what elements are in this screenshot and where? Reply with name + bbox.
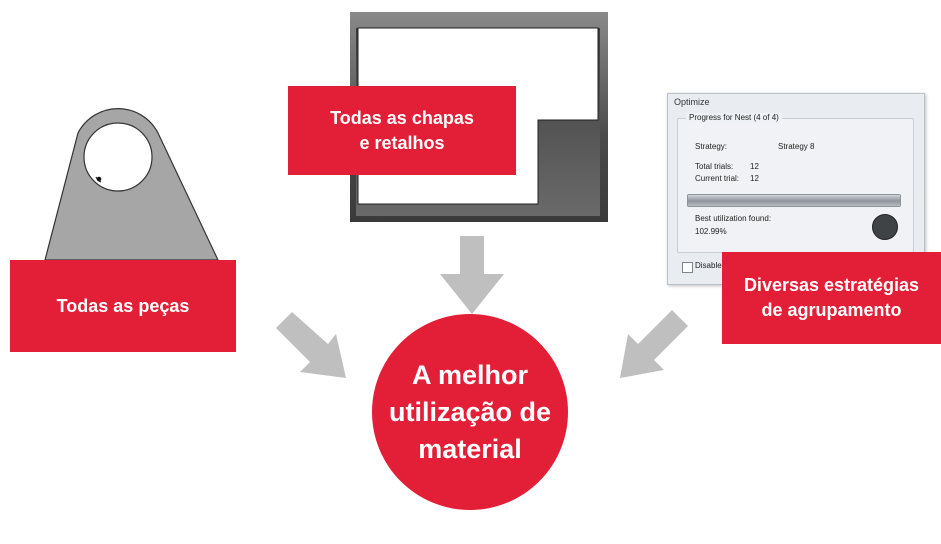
strategies-label-line2: de agrupamento (761, 300, 902, 320)
best-utilization-value: 102.99% (695, 227, 727, 236)
result-line3: material (418, 433, 522, 464)
total-trials-value: 12 (750, 162, 759, 171)
current-trial-value: 12 (750, 174, 759, 183)
result-circle: A melhor utilização de material (372, 314, 568, 510)
parts-label: Todas as peças (10, 260, 236, 352)
parts-label-line1: Todas as peças (56, 295, 190, 316)
strategy-label: Strategy: (695, 142, 728, 151)
arrow-down-icon (440, 236, 504, 314)
part-hole (83, 122, 153, 192)
sheets-label: Todas as chapas e retalhos (288, 86, 516, 175)
best-utilization-label: Best utilization found: (695, 214, 772, 223)
progress-fill (688, 195, 900, 206)
progress-bar (687, 194, 901, 207)
status-indicator-icon (872, 214, 898, 240)
result-line1: A melhor (411, 359, 528, 390)
strategies-label-line1: Diversas estratégias (743, 275, 920, 295)
disable-label: Disable (695, 261, 722, 270)
dialog-title: Optimize (674, 97, 710, 107)
result-line2: utilização de (388, 396, 552, 427)
sheets-label-line2: e retalhos (359, 132, 445, 153)
strategy-value: Strategy 8 (778, 142, 815, 151)
part-illustration (44, 108, 219, 261)
disable-checkbox[interactable] (682, 262, 693, 273)
total-trials-label: Total trials: (695, 162, 734, 171)
arrow-down-left-icon (620, 310, 688, 378)
strategies-label: Diversas estratégias de agrupamento (722, 252, 941, 344)
arrow-down-right-icon (276, 312, 346, 378)
sheets-label-line1: Todas as chapas (330, 107, 474, 128)
progress-group-title: Progress for Nest (4 of 4) (686, 113, 782, 122)
current-trial-label: Current trial: (695, 174, 740, 183)
